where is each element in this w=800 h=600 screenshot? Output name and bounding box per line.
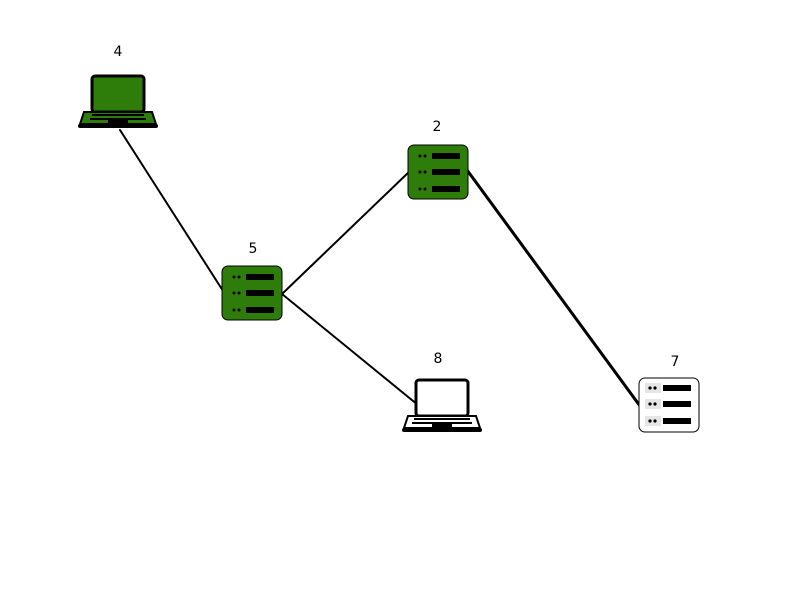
node-label: 8 — [434, 351, 443, 367]
server-icon — [221, 265, 283, 321]
node-4[interactable]: 4 — [78, 44, 158, 128]
node-label: 2 — [433, 119, 442, 135]
edge-4-5 — [119, 129, 226, 295]
node-label: 7 — [671, 354, 680, 370]
laptop-icon — [78, 74, 158, 128]
node-5[interactable]: 5 — [221, 241, 283, 321]
edge-5-2 — [281, 169, 412, 295]
edge-2-7 — [465, 168, 642, 408]
edge-5-8 — [281, 293, 419, 406]
server-icon — [638, 377, 700, 433]
node-7[interactable]: 7 — [638, 354, 700, 433]
laptop-icon — [402, 378, 482, 432]
node-label: 5 — [249, 241, 258, 257]
server-icon — [407, 144, 469, 200]
edges — [119, 129, 642, 408]
node-2[interactable]: 2 — [407, 119, 469, 200]
node-8[interactable]: 8 — [402, 351, 482, 432]
node-label: 4 — [114, 44, 123, 60]
